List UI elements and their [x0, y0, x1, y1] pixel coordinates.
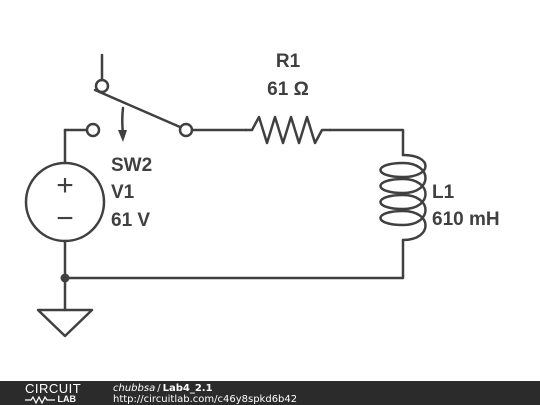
source-value-label: 61 V	[111, 210, 150, 231]
logo-text-top: CIRCUIT	[25, 381, 82, 396]
footer-separator: /	[157, 383, 161, 394]
footer-bar: CIRCUIT LAB chubbsa/Lab4_2.1 http://circ…	[0, 381, 540, 405]
resistor-ref-label: R1	[276, 51, 301, 72]
footer-author[interactable]: chubbsa	[113, 383, 156, 394]
wire-resistor-to-inductor	[328, 128, 405, 157]
voltage-source-v1: + −	[24, 161, 106, 243]
switch-sw2	[85, 53, 194, 142]
inductor-l1	[379, 153, 427, 242]
source-minus-sign: −	[56, 202, 74, 235]
ground-symbol	[36, 308, 94, 338]
wire-inductor-bottom	[63, 238, 405, 280]
footer-info: chubbsa/Lab4_2.1 http://circuitlab.com/c…	[113, 383, 297, 405]
junction-dot	[60, 273, 70, 283]
switch-ref-label: SW2	[111, 155, 152, 176]
footer-url[interactable]: http://circuitlab.com/c46y8spkd6b42	[113, 394, 298, 405]
source-ref-label: V1	[111, 182, 135, 203]
circuit-diagram: + − R1 61 Ω SW2 V1 61 V L1 610 mH	[24, 51, 500, 338]
resistor-value-label: 61 Ω	[267, 79, 309, 100]
inductor-value-label: 610 mH	[432, 209, 500, 230]
circuitlab-logo: CIRCUIT LAB	[25, 381, 95, 405]
footer-title[interactable]: Lab4_2.1	[162, 383, 213, 394]
logo-lab-text: LAB	[57, 394, 77, 404]
inductor-ref-label: L1	[432, 182, 455, 203]
resistor-r1	[244, 115, 332, 145]
logo-text-bottom: LAB	[25, 394, 76, 404]
source-plus-sign: +	[56, 169, 74, 202]
logo-resistor-icon	[25, 395, 55, 404]
